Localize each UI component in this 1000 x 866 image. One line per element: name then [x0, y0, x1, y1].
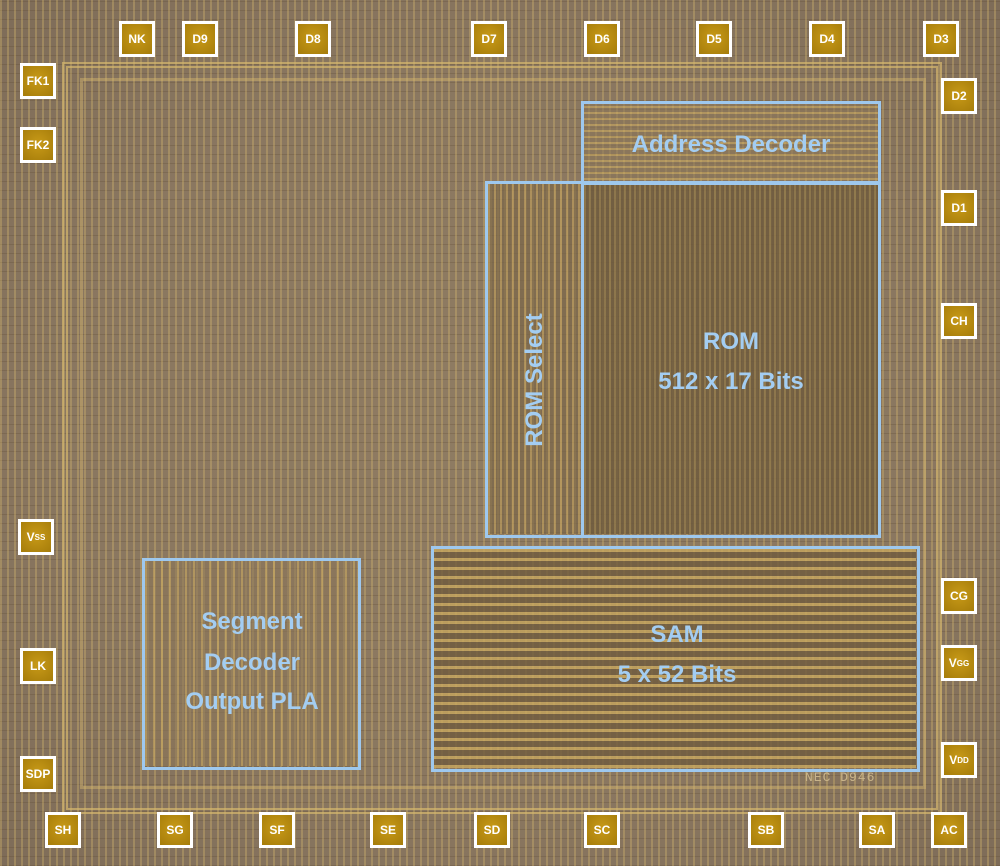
pad-lk: LK — [20, 648, 56, 684]
sam-array — [434, 549, 916, 768]
segment-decoder-outline — [142, 558, 361, 770]
pad-vgg-sub: GG — [956, 658, 970, 668]
sam-label: SAM — [650, 621, 704, 648]
address-decoder-label: Address Decoder — [631, 131, 831, 158]
segment-label: Segment — [201, 608, 303, 635]
bus-ring — [62, 62, 942, 814]
pad-d7: D7 — [471, 21, 507, 57]
pad-d2: D2 — [941, 78, 977, 114]
rom-size-label: 512 x 17 Bits — [658, 368, 804, 395]
pad-sdp: SDP — [20, 756, 56, 792]
pad-sg: SG — [157, 812, 193, 848]
pad-sc: SC — [584, 812, 620, 848]
pad-d4: D4 — [809, 21, 845, 57]
pad-sf: SF — [259, 812, 295, 848]
pad-fk2: FK2 — [20, 127, 56, 163]
die-marking: NEC D946 — [805, 770, 876, 785]
inner-bus-ring — [80, 78, 926, 789]
address-decoder-circuitry — [584, 104, 878, 180]
output-pla-label: Output PLA — [185, 688, 319, 715]
pad-d9: D9 — [182, 21, 218, 57]
pad-d1: D1 — [941, 190, 977, 226]
pad-sd: SD — [474, 812, 510, 848]
pad-vss-sub: SS — [34, 532, 46, 542]
pad-vdd-sub: DD — [957, 755, 969, 765]
pad-vdd-main: V — [949, 753, 958, 767]
pad-fk1: FK1 — [20, 63, 56, 99]
pad-cg: CG — [941, 578, 977, 614]
pad-nk: NK — [119, 21, 155, 57]
rom-label: ROM — [703, 328, 759, 355]
pad-sh: SH — [45, 812, 81, 848]
sam-size-label: 5 x 52 Bits — [617, 661, 737, 688]
pad-d3: D3 — [923, 21, 959, 57]
pad-vgg-main: V — [948, 656, 957, 670]
pad-d5: D5 — [696, 21, 732, 57]
pad-sa: SA — [859, 812, 895, 848]
pad-vss-main: V — [26, 530, 35, 544]
rom-select-label: ROM Select — [521, 313, 548, 447]
pad-ac: AC — [931, 812, 967, 848]
pad-d6: D6 — [584, 21, 620, 57]
rom-select-circuitry — [488, 184, 580, 534]
pad-sb: SB — [748, 812, 784, 848]
sam-outline — [431, 546, 920, 772]
decoder-label: Decoder — [203, 649, 301, 676]
pad-d8: D8 — [295, 21, 331, 57]
pad-ch: CH — [941, 303, 977, 339]
segment-pla-circuitry — [145, 561, 357, 766]
pad-se: SE — [370, 812, 406, 848]
rom-select-outline — [485, 181, 584, 538]
rom-array — [584, 184, 878, 534]
